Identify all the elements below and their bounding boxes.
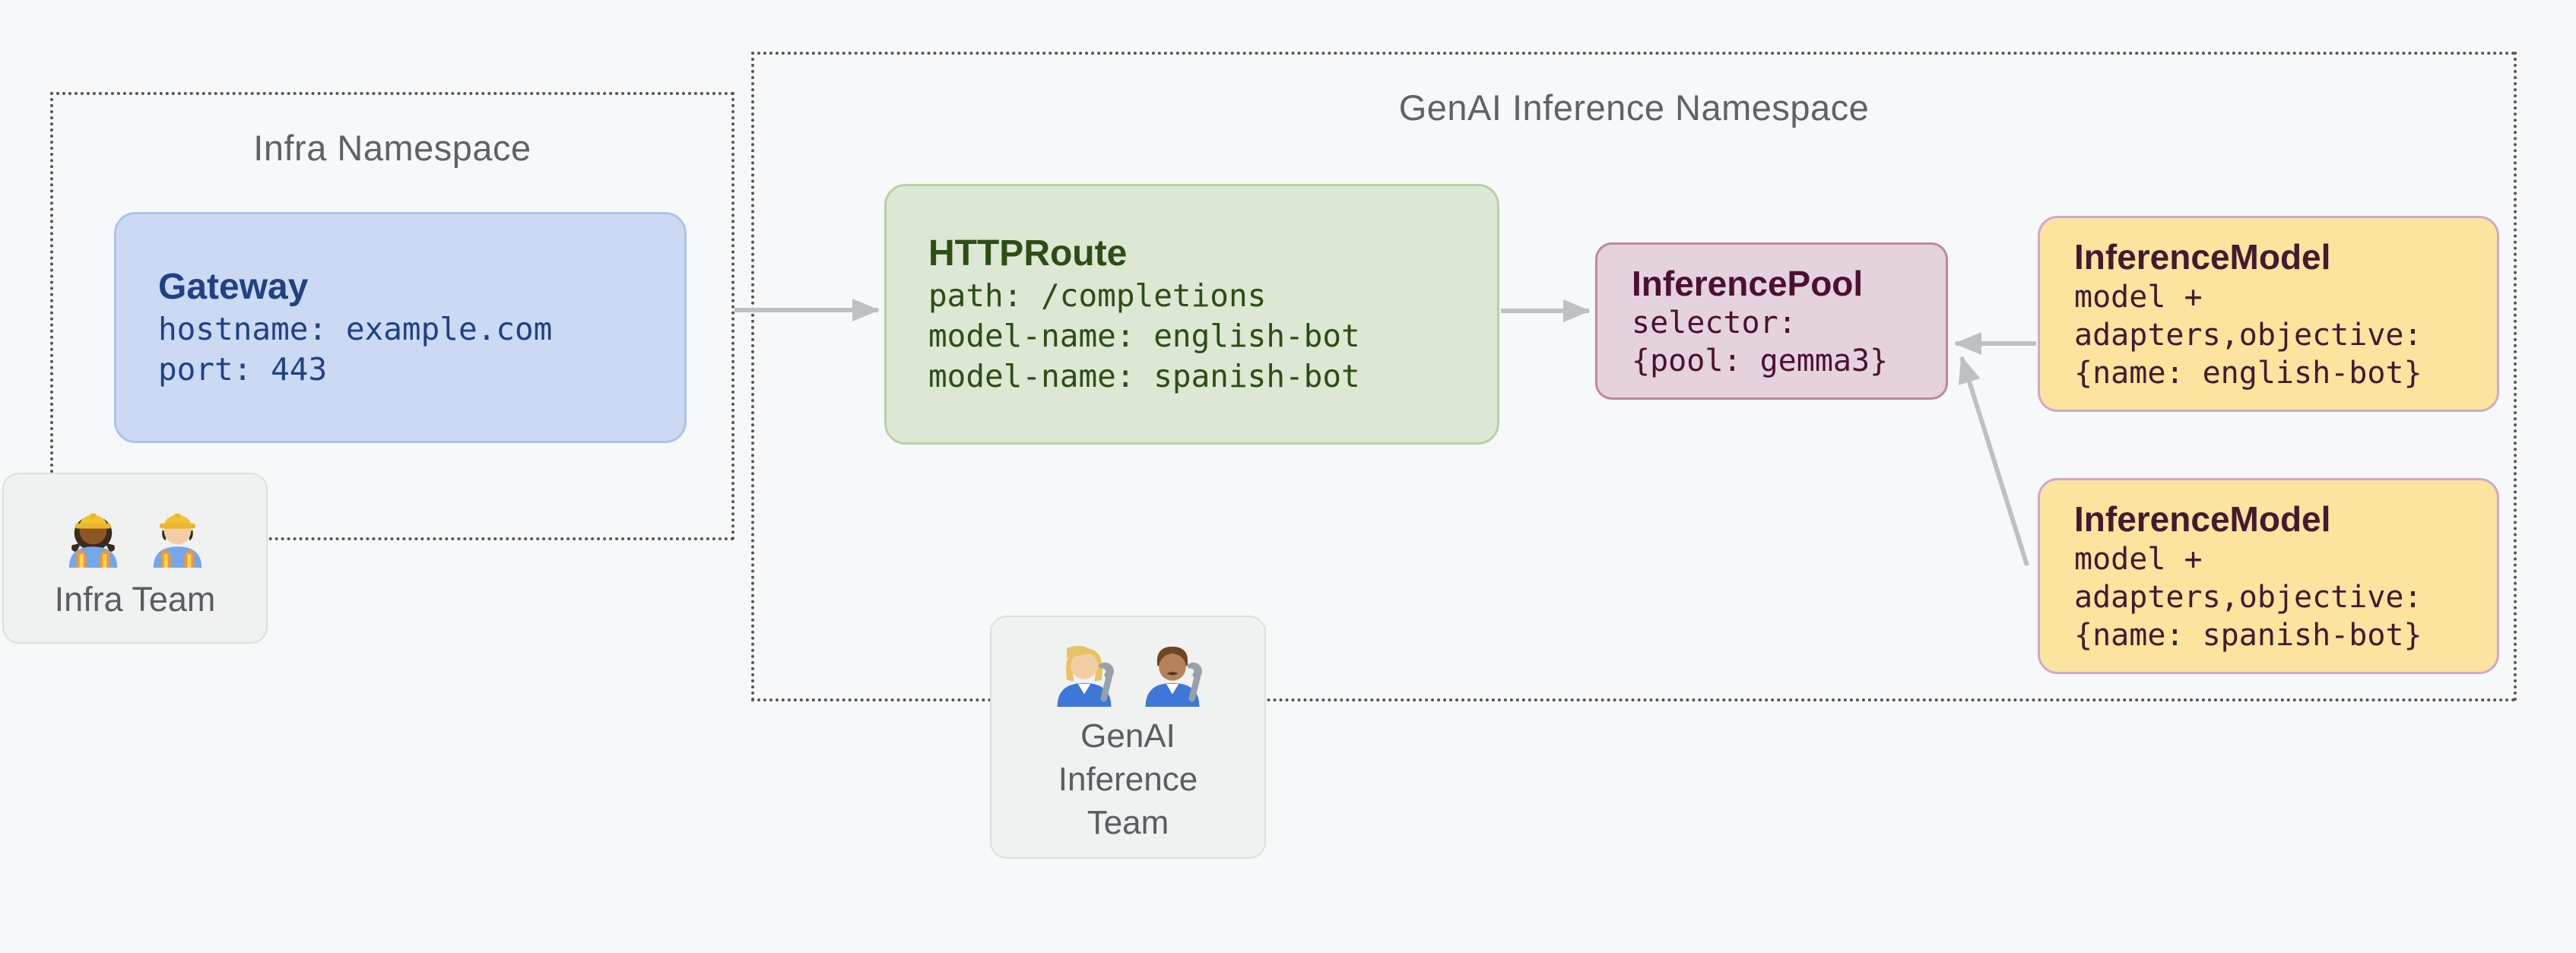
inferencepool-pool-line: {pool: gemma3} [1632,343,1889,378]
inferencemodel-english-adapters-line: adapters,objective: [2074,318,2422,353]
httproute-path-line: path: /completions [928,277,1267,314]
inferencemodel-english-node: InferenceModel model + adapters,objectiv… [2038,216,2499,412]
infra-team-card: Infra Team [2,473,268,644]
infra-namespace-container: Infra Namespace [50,92,734,540]
woman-construction-worker-icon [68,513,117,568]
infra-team-icons [57,495,214,568]
genai-team-label: GenAI Inference Team [1058,714,1198,844]
httproute-title: HTTPRoute [928,233,1128,274]
inferencemodel-spanish-name-line: {name: spanish-bot} [2074,618,2422,653]
inferencepool-node: InferencePool selector: {pool: gemma3} [1595,242,1948,400]
inferencemodel-english-model-line: model + [2074,280,2203,315]
gateway-port-line: port: 443 [158,351,328,388]
gateway-node: Gateway hostname: example.com port: 443 [114,212,687,443]
genai-namespace-title: GenAI Inference Namespace [1398,87,1870,128]
inferencemodel-spanish-node: InferenceModel model + adapters,objectiv… [2038,478,2499,674]
inferencepool-title: InferencePool [1632,263,1864,303]
gateway-title: Gateway [158,267,309,307]
genai-team-icons [1046,631,1210,707]
inferencepool-selector-line: selector: [1632,305,1797,340]
genai-team-label-line3: Team [1087,803,1169,841]
genai-namespace-container: GenAI Inference Namespace [751,52,2517,701]
genai-team-label-line1: GenAI [1080,717,1175,755]
httproute-model-spanish-line: model-name: spanish-bot [928,358,1360,394]
genai-team-label-line2: Inference [1058,760,1198,798]
arrow-inferencemodel-spanish-to-inferencepool [1958,356,2029,566]
man-construction-worker-icon [153,513,201,568]
inferencemodel-spanish-adapters-line: adapters,objective: [2074,580,2422,615]
gateway-hostname-line: hostname: example.com [158,311,553,347]
man-mechanic-icon [1145,646,1202,707]
infra-namespace-title: Infra Namespace [253,128,531,168]
woman-mechanic-icon [1057,645,1114,707]
inferencemodel-english-name-line: {name: english-bot} [2074,356,2422,391]
inferencemodel-spanish-model-line: model + [2074,542,2203,577]
httproute-node: HTTPRoute path: /completions model-name:… [884,184,1499,445]
httproute-model-english-line: model-name: english-bot [928,318,1360,354]
infra-team-label: Infra Team [54,580,216,619]
inferencemodel-english-title: InferenceModel [2074,237,2331,277]
inferencemodel-spanish-title: InferenceModel [2074,499,2331,539]
genai-team-card: GenAI Inference Team [990,616,1266,859]
